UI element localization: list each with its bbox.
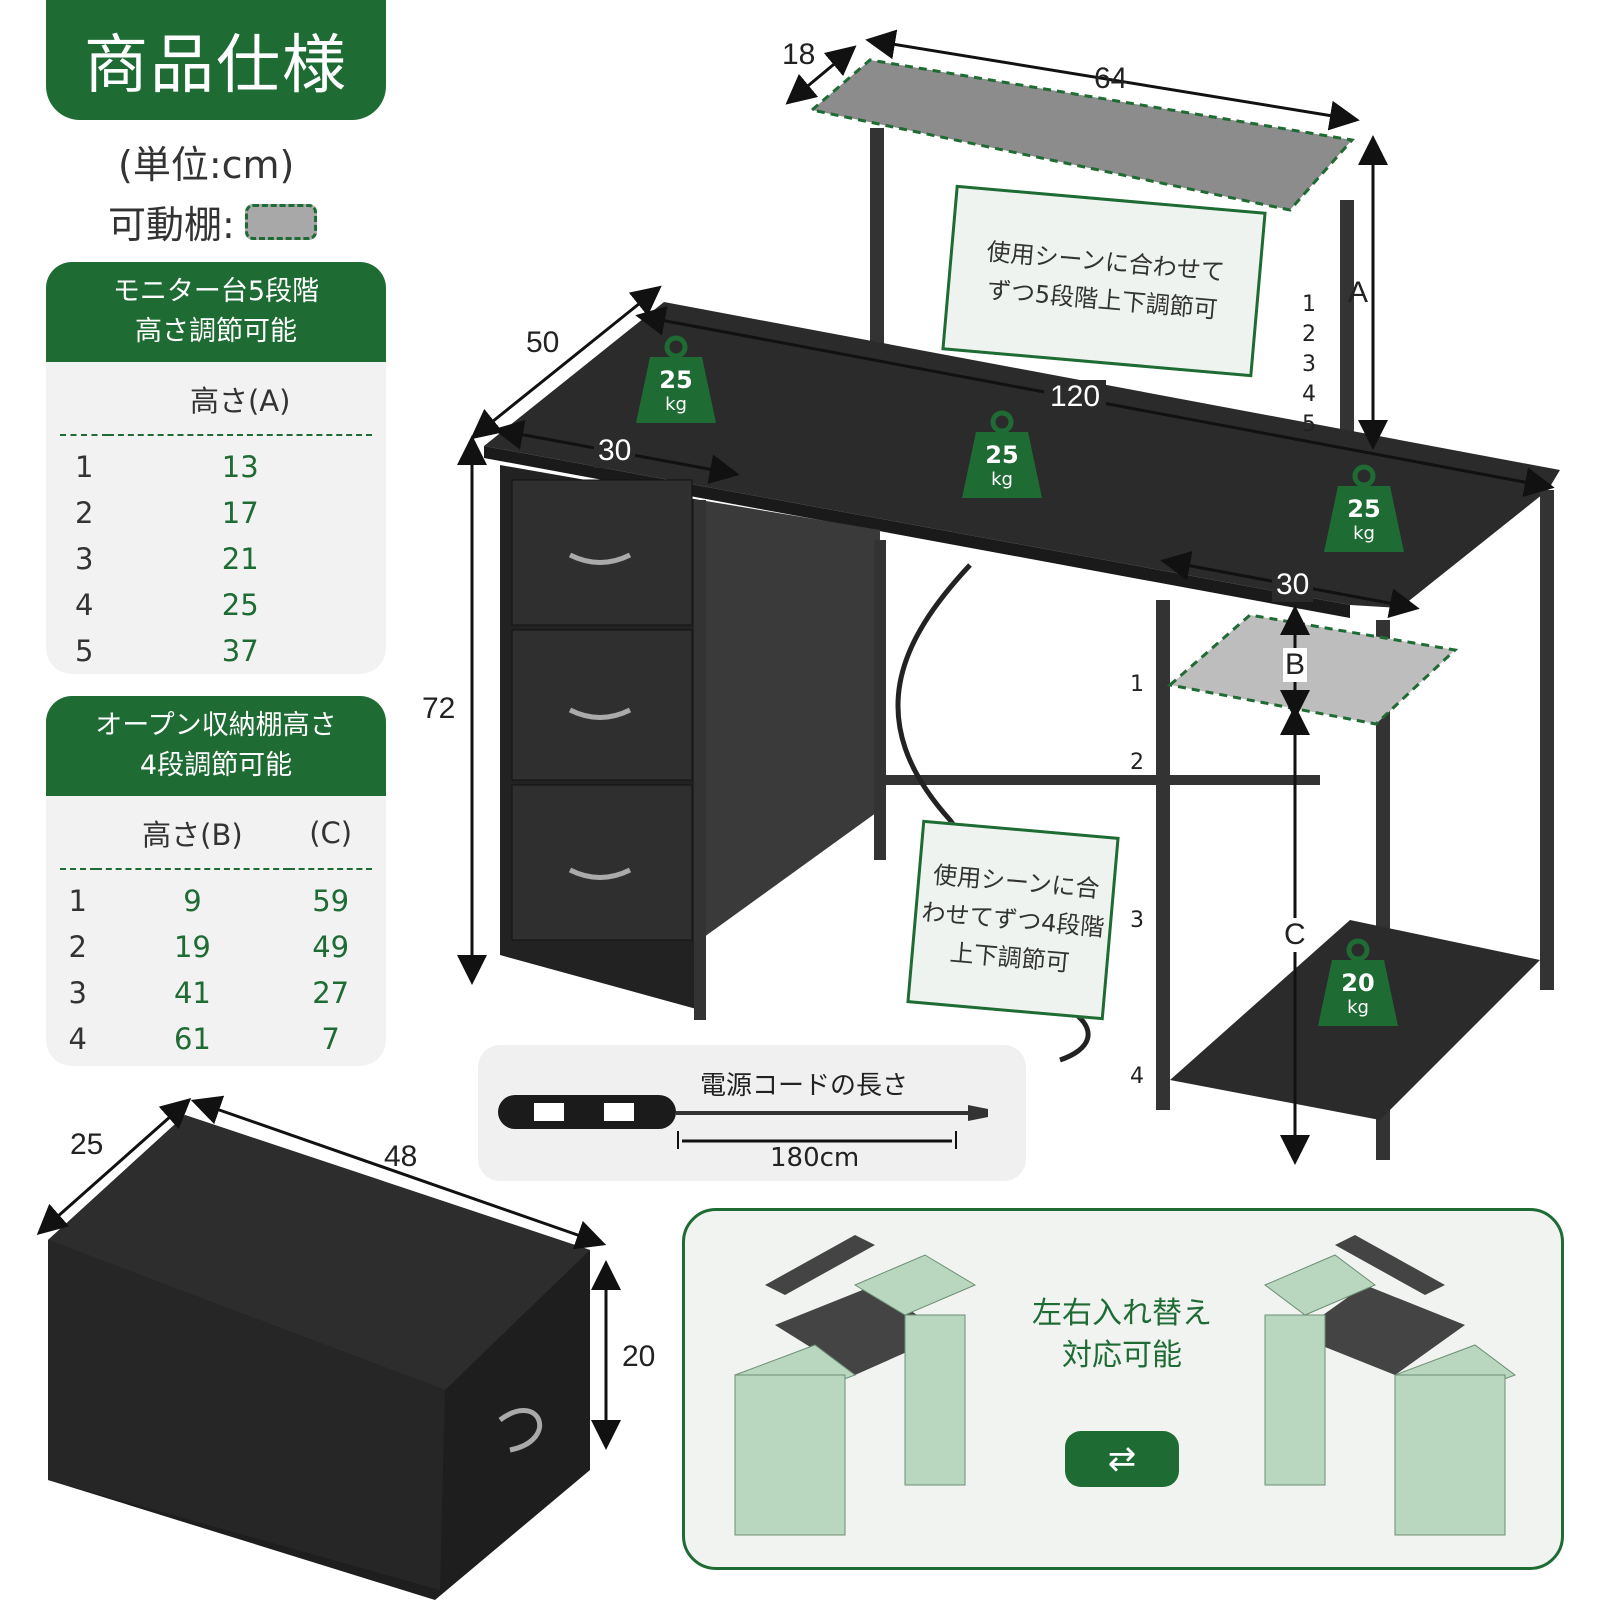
desk-config-right	[1264, 1235, 1517, 1536]
power-cord-card: 電源コードの長さ 180cm	[478, 1045, 1026, 1181]
shelf-level-1: 1	[1130, 672, 1144, 697]
label-a: A	[1348, 276, 1369, 309]
dim-desk-depth: 50	[526, 326, 560, 359]
unit-label: (単位:cm)	[118, 143, 295, 187]
dim-right-section: 30	[1272, 568, 1314, 602]
dim-drawer-section: 30	[594, 434, 636, 468]
dim-drawer-depth: 25	[70, 1128, 104, 1161]
desk-config-left	[733, 1235, 977, 1536]
page-title: 商品仕様	[46, 0, 386, 120]
dim-desk-height: 72	[422, 692, 456, 725]
weight-badge: 20 kg	[1312, 938, 1404, 1030]
shelf-adjust-callout: 使用シーンに合 わせてずつ4段階 上下調節可	[906, 819, 1120, 1021]
shelf-level-2: 2	[1130, 750, 1144, 775]
reversible-card: 左右入れ替え 対応可能 ⇄	[682, 1208, 1564, 1570]
monitor-level-scale: 1 2 3 4 5	[1302, 292, 1316, 437]
shelf-level-4: 4	[1130, 1064, 1144, 1089]
monitor-post-left	[870, 128, 884, 348]
shelf-level-3: 3	[1130, 908, 1144, 933]
label-c: C	[1282, 918, 1308, 952]
monitor-stand-heading: モニター台5段階 高さ調節可能	[46, 262, 386, 362]
monitor-adjust-callout: 使用シーンに合わせて ずつ5段階上下調節可	[941, 184, 1267, 378]
open-shelf-heading: オープン収納棚高さ 4段調節可能	[46, 696, 386, 796]
monitor-shelf	[808, 58, 1355, 212]
weight-badge: 25 kg	[1318, 464, 1410, 556]
column-header-c: (C)	[289, 796, 372, 870]
swap-arrows-icon: ⇄	[1065, 1431, 1179, 1487]
power-cord-title: 電源コードの長さ	[700, 1071, 909, 1101]
column-header-a: 高さ(A)	[108, 362, 372, 436]
label-b: B	[1283, 648, 1308, 682]
dim-top-shelf-depth: 18	[782, 38, 816, 71]
monitor-post-right	[1340, 200, 1354, 440]
dim-drawer-width: 48	[384, 1140, 418, 1173]
power-cord-length: 180cm	[770, 1143, 860, 1173]
dim-top-shelf-width: 64	[1094, 62, 1128, 95]
column-header-b: 高さ(B)	[95, 796, 290, 870]
adjustable-shelf-label: 可動棚:	[108, 203, 235, 247]
reversible-text: 左右入れ替え 対応可能	[1032, 1296, 1212, 1373]
adjustable-shelf-swatch	[244, 203, 317, 240]
weight-badge: 25 kg	[956, 410, 1048, 502]
dim-drawer-height: 20	[622, 1340, 656, 1373]
weight-badge: 25 kg	[630, 335, 722, 427]
dim-desk-width: 120	[1044, 380, 1107, 414]
adjustable-shelf-legend: 可動棚:	[108, 194, 317, 249]
power-strip-icon	[498, 1095, 988, 1149]
open-shelf-adjustable	[1166, 613, 1459, 726]
